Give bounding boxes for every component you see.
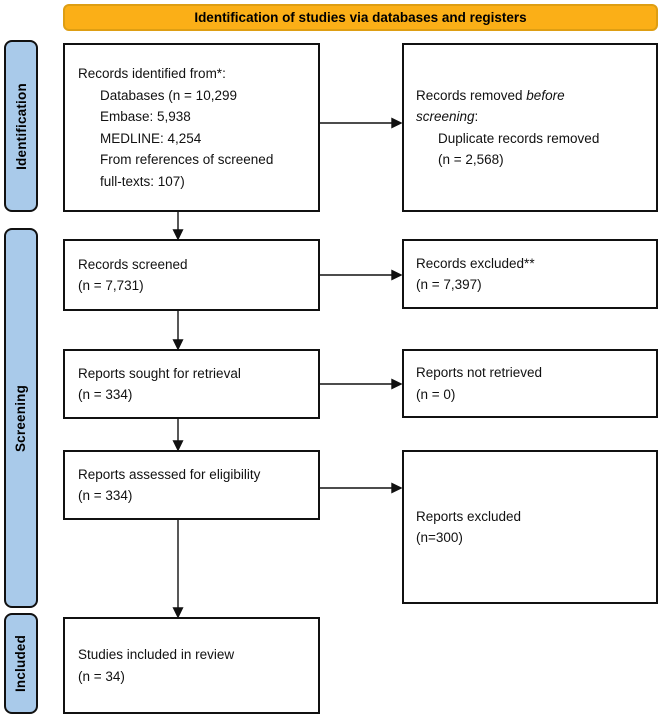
text-line: (n = 34)	[78, 668, 125, 684]
text-line: Embase: 5,938	[100, 109, 191, 124]
text-segment-italic: before	[526, 87, 565, 103]
text-line: screening:	[416, 106, 648, 128]
text-line: (n = 7,397)	[416, 277, 482, 292]
box-records-identified: Records identified from*: Databases (n =…	[63, 43, 320, 212]
text-line: Records identified from*:	[78, 66, 226, 81]
text-line: full-texts: 107)	[100, 173, 185, 189]
text-line: (n = 334)	[78, 387, 133, 402]
text-line: Records removed before	[416, 85, 648, 107]
text-line: Duplicate records removed	[438, 130, 600, 146]
text-line: Reports assessed for eligibility	[78, 466, 261, 482]
text-line: MEDLINE: 4,254	[100, 130, 202, 146]
sidebar-stage-screening: Screening	[4, 228, 38, 608]
box-reports-not-retrieved: Reports not retrieved (n = 0)	[402, 349, 658, 418]
text-line: Reports sought for retrieval	[78, 365, 241, 381]
text-line: From references of screened	[100, 152, 274, 167]
box-reports-excluded: Reports excluded (n=300)	[402, 450, 658, 604]
text-line: (n = 0)	[416, 386, 456, 402]
text-line: (n = 7,731)	[78, 278, 144, 293]
text-line: Reports not retrieved	[416, 365, 543, 380]
banner-identification-of-studies: Identification of studies via databases …	[63, 4, 658, 31]
box-records-screened: Records screened (n = 7,731)	[63, 239, 320, 311]
box-reports-assessed: Reports assessed for eligibility (n = 33…	[63, 450, 320, 520]
text-line: Studies included in review	[78, 647, 235, 662]
text-segment: Records removed	[416, 87, 527, 103]
box-records-excluded: Records excluded** (n = 7,397)	[402, 239, 658, 309]
sidebar-stage-identification: Identification	[4, 40, 38, 212]
box-records-removed-before-screening: Records removed before screening: Duplic…	[402, 43, 658, 212]
text-line: Reports excluded	[416, 508, 522, 524]
text-line: Records excluded**	[416, 255, 535, 271]
text-line: (n=300)	[416, 530, 463, 545]
stage-label-included: Included	[13, 634, 29, 693]
text-line: Databases (n = 10,299	[100, 87, 237, 103]
stage-label-identification: Identification	[13, 82, 29, 170]
text-line: Records screened	[78, 256, 188, 272]
stage-label-screening: Screening	[13, 384, 29, 452]
box-reports-sought: Reports sought for retrieval (n = 334)	[63, 349, 320, 419]
text-segment-italic: screening	[416, 109, 475, 124]
text-line: (n = 2,568)	[438, 152, 504, 167]
text-line: (n = 334)	[78, 488, 133, 503]
text-segment: :	[474, 109, 479, 124]
sidebar-stage-included: Included	[4, 613, 38, 714]
box-studies-included: Studies included in review (n = 34)	[63, 617, 320, 714]
